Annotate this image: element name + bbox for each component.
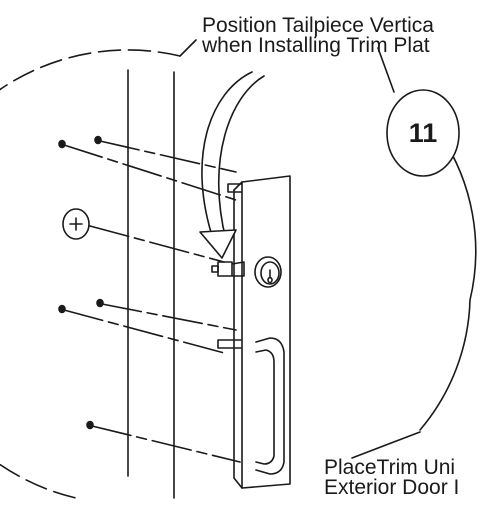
alignment-line: [99, 140, 237, 173]
trim-plate-edge: [233, 181, 243, 191]
tailpiece-tip: [211, 265, 219, 273]
lock-cylinder-inner: [260, 261, 280, 285]
mounting-hole: [96, 298, 104, 308]
alignment-line: [89, 225, 225, 263]
curved-arrow-head: [199, 229, 237, 259]
tailpiece-instruction-line2: when Installing Trim Plat: [202, 34, 430, 57]
mounting-hole: [58, 139, 66, 149]
tailpiece: [217, 261, 245, 277]
cylinder-hole: [62, 208, 90, 240]
curved-arrow: [218, 75, 265, 241]
trim-plate-side: [233, 189, 243, 489]
pull-handle-inner: [255, 349, 275, 465]
tailpiece-instruction-line1: Position Tailpiece Vertica: [202, 14, 434, 37]
mounting-stud: [217, 339, 245, 349]
curved-arrow: [201, 71, 253, 243]
alignment-line: [91, 425, 241, 463]
trim-plate: [241, 175, 291, 489]
bottom-leader-line: [351, 431, 421, 459]
trim-placement-line1: PlaceTrim Uni: [324, 456, 456, 479]
leader-line: [179, 39, 197, 57]
step-circle-leader: [377, 47, 395, 93]
detail-circle-outline: [0, 49, 181, 499]
step-number: 11: [408, 118, 438, 148]
detail-circle-outline-right: [419, 133, 477, 431]
alignment-line: [63, 309, 229, 355]
mounting-hole: [58, 304, 66, 314]
mounting-hole: [86, 420, 94, 430]
trim-placement-line2: Exterior Door I: [324, 476, 460, 499]
pull-handle: [255, 337, 285, 475]
alignment-line: [63, 144, 237, 201]
trim-placement-label: PlaceTrim Uni Exterior Door I: [324, 456, 460, 499]
tailpiece-instruction-label: Position Tailpiece Vertica when Installi…: [202, 14, 434, 57]
step-circle: [386, 89, 460, 177]
mounting-hole: [94, 135, 102, 145]
lock-cylinder-outer: [254, 256, 282, 288]
alignment-line: [101, 303, 237, 331]
